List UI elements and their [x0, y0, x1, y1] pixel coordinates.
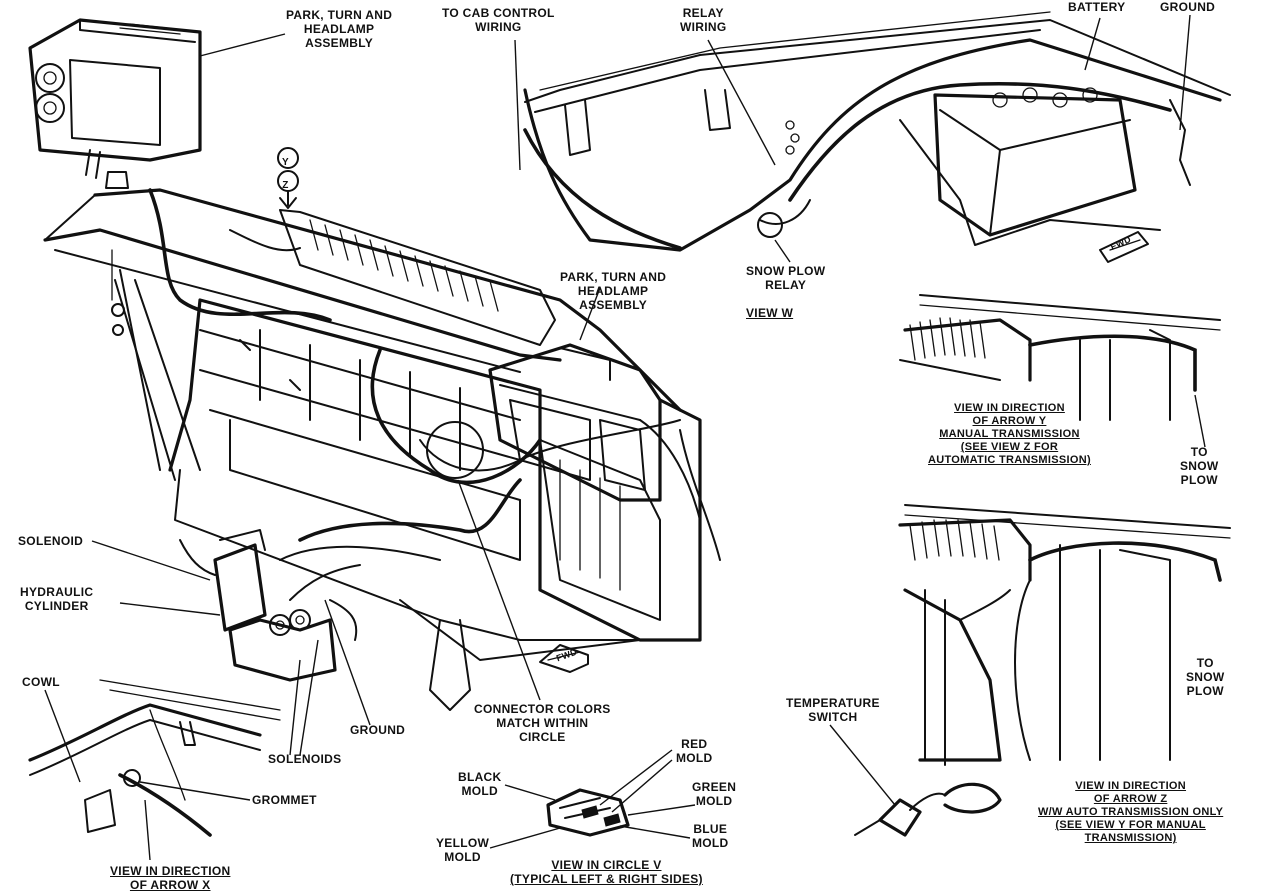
label-yellow-mold: YELLOW MOLD	[436, 836, 490, 864]
arrow-yz	[277, 147, 299, 209]
label-park-turn-headlamp-top: PARK, TURN AND HEADLAMP ASSEMBLY	[286, 8, 393, 50]
label-ground-top: GROUND	[1160, 0, 1216, 14]
fwd-arrow-mid	[539, 644, 589, 673]
label-snow-plow-relay: SNOW PLOW RELAY	[746, 264, 826, 292]
view-v-connector	[546, 788, 630, 837]
label-red-mold: RED MOLD	[676, 737, 713, 765]
fwd-arrow-top	[1099, 231, 1149, 263]
view-w-drawing	[523, 11, 1231, 252]
label-temperature-switch: TEMPERATURE SWITCH	[786, 696, 880, 724]
label-hydraulic-cylinder: HYDRAULIC CYLINDER	[20, 585, 94, 613]
label-to-cab-control-wiring: TO CAB CONTROL WIRING	[442, 6, 555, 34]
main-wiring-harness	[148, 188, 721, 601]
grille-frame-assembly	[43, 188, 702, 711]
label-view-w: VIEW W	[746, 306, 794, 320]
label-park-turn-headlamp-mid: PARK, TURN AND HEADLAMP ASSEMBLY	[560, 270, 667, 312]
label-ground-mid: GROUND	[350, 723, 406, 737]
hydraulic-unit	[179, 529, 358, 682]
label-view-v: VIEW IN CIRCLE V (TYPICAL LEFT & RIGHT S…	[510, 858, 703, 886]
label-blue-mold: BLUE MOLD	[692, 822, 729, 850]
label-solenoids: SOLENOIDS	[268, 752, 342, 766]
label-battery: BATTERY	[1068, 0, 1126, 14]
label-view-z: VIEW IN DIRECTION OF ARROW Z W/W AUTO TR…	[1038, 780, 1224, 844]
label-green-mold: GREEN MOLD	[692, 780, 737, 808]
label-to-snow-plow-z: TO SNOW PLOW	[1186, 656, 1225, 698]
headlamp-assembly-mid	[488, 343, 662, 502]
label-connector-colors: CONNECTOR COLORS MATCH WITHIN CIRCLE	[474, 702, 611, 744]
label-cowl: COWL	[22, 675, 60, 689]
label-view-x: VIEW IN DIRECTION OF ARROW X	[110, 864, 231, 892]
view-z-drawing	[854, 504, 1231, 837]
headlamp-assembly-top	[28, 18, 202, 189]
label-solenoid: SOLENOID	[18, 534, 84, 548]
view-x-drawing	[28, 679, 281, 837]
label-black-mold: BLACK MOLD	[458, 770, 502, 798]
label-arrow-yz: Y Z	[282, 157, 289, 191]
label-view-y: VIEW IN DIRECTION OF ARROW Y MANUAL TRAN…	[928, 402, 1091, 466]
label-relay-wiring: RELAY WIRING	[680, 6, 727, 34]
label-grommet: GROMMET	[252, 793, 317, 807]
view-y-drawing	[899, 294, 1221, 421]
label-to-snow-plow-y: TO SNOW PLOW	[1180, 445, 1219, 487]
